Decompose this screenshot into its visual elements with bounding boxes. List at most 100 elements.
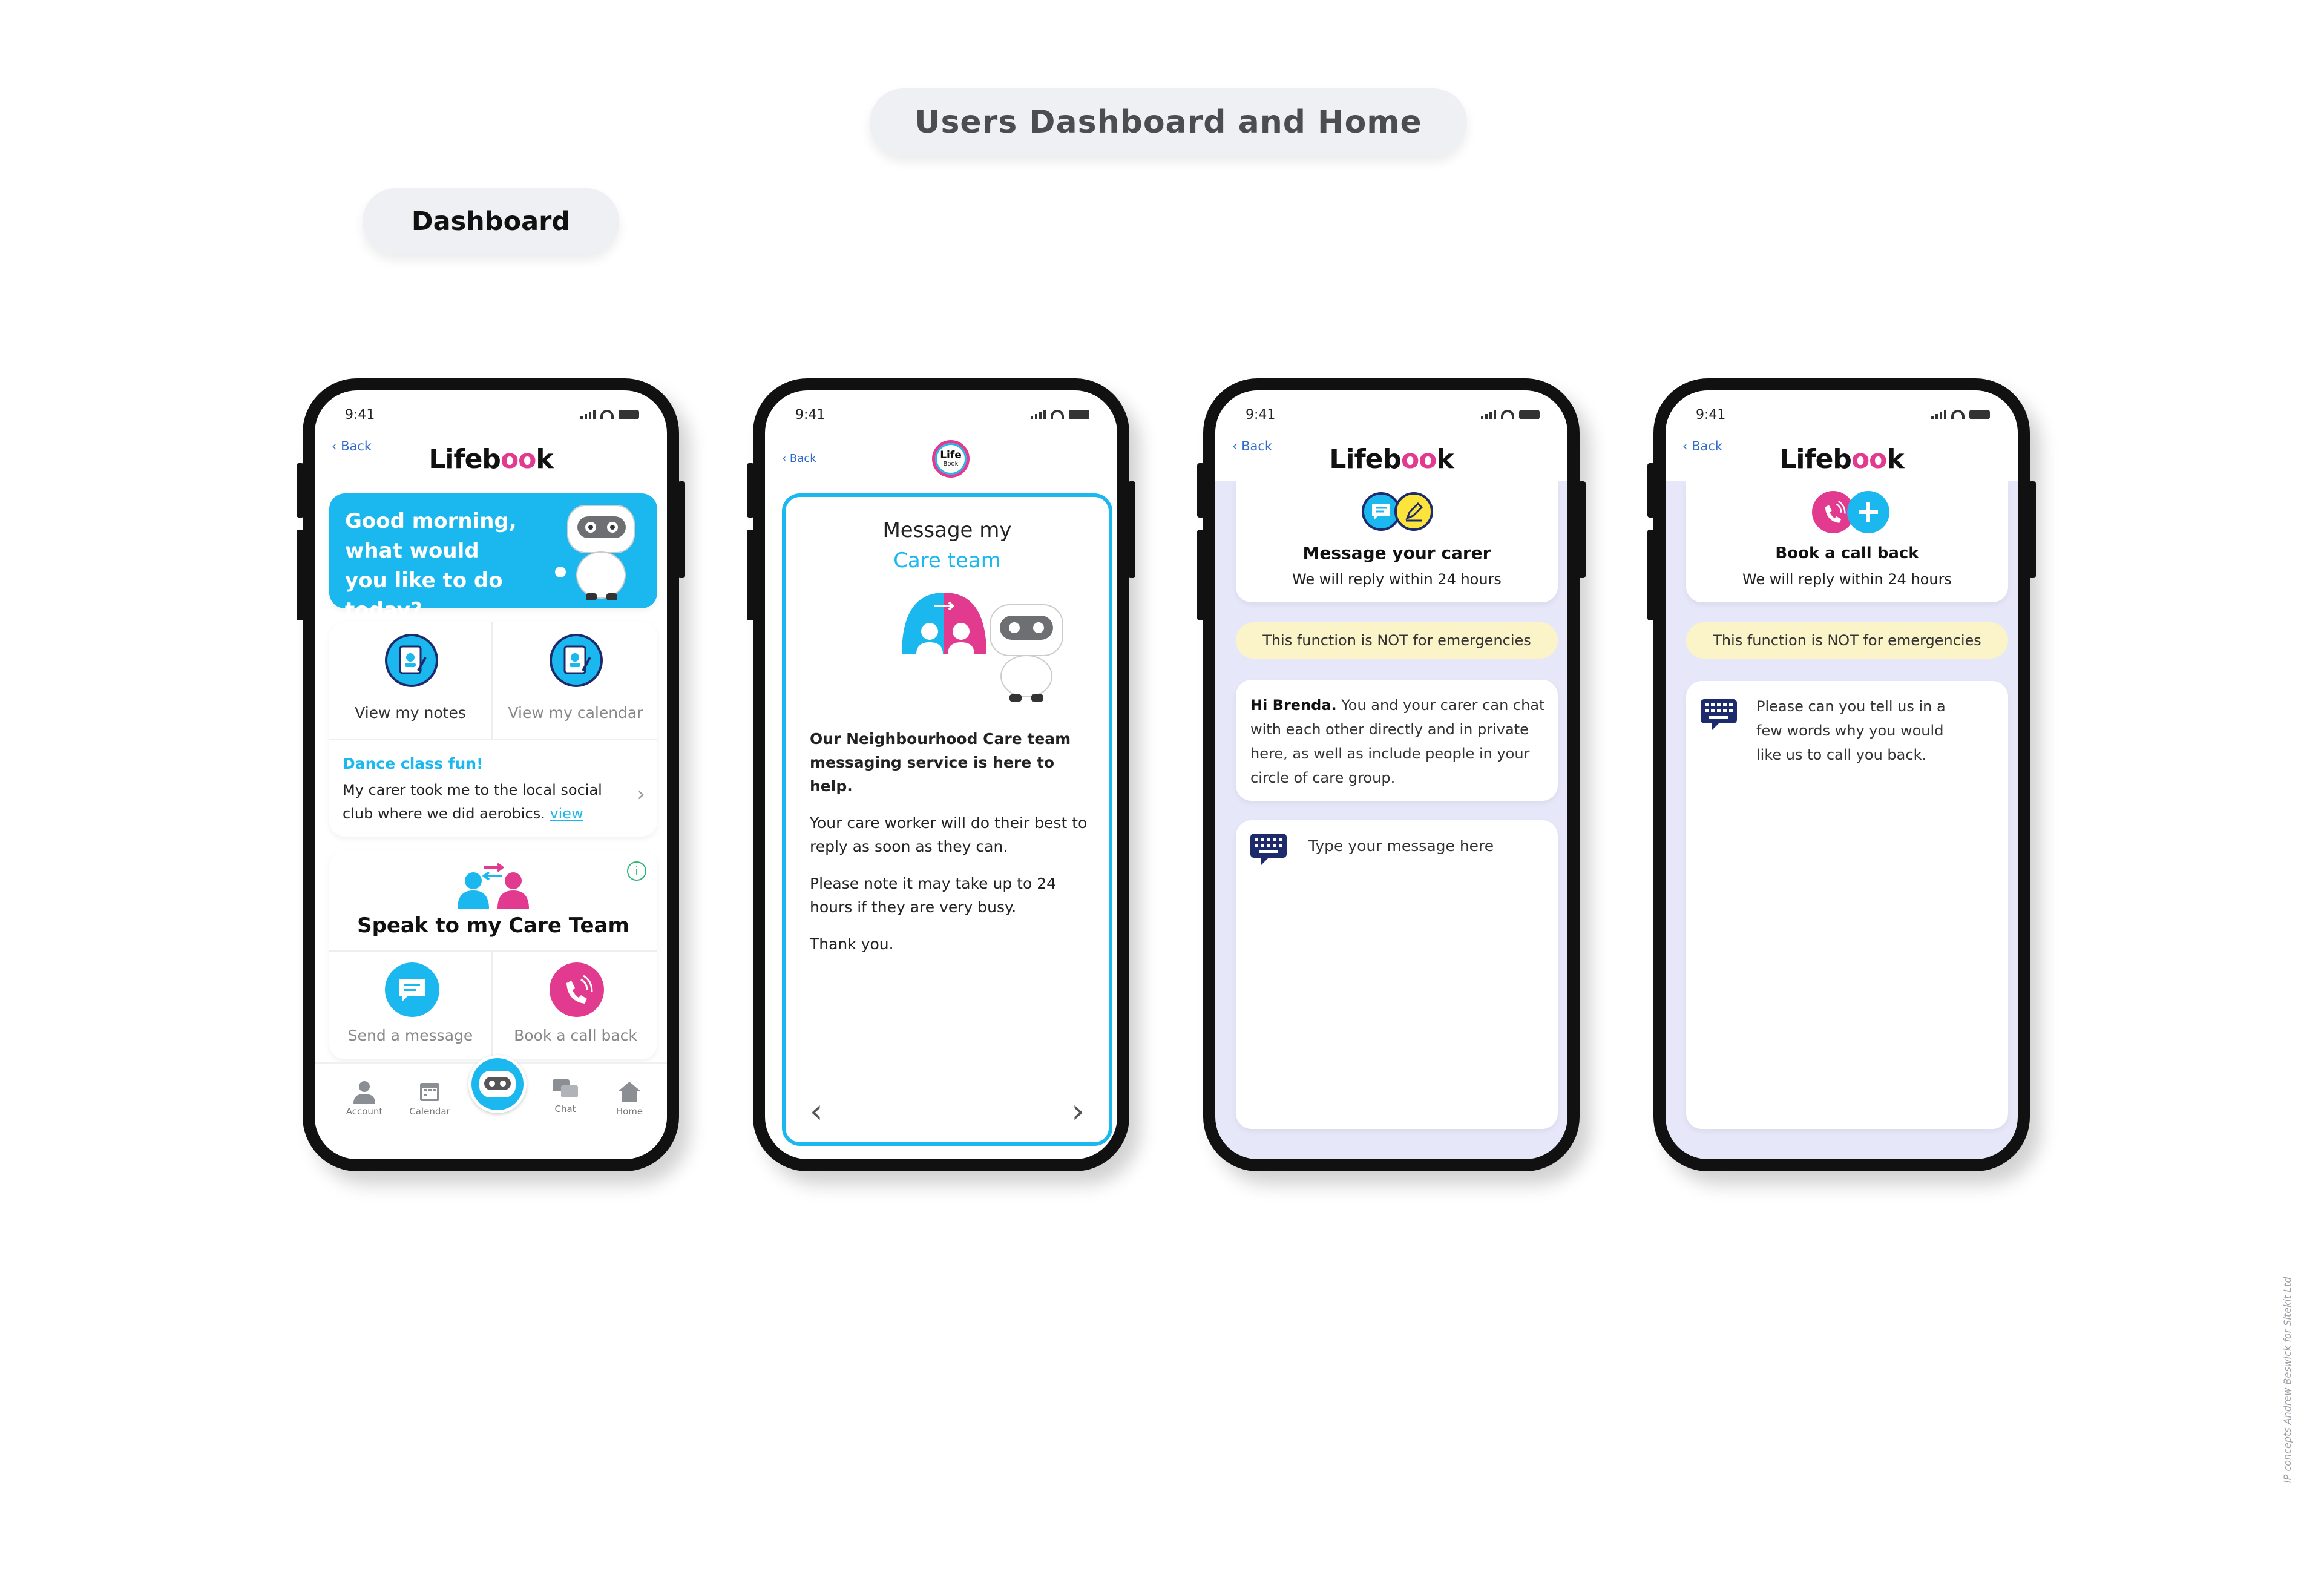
view-notes-label: View my notes <box>355 704 466 722</box>
keyboard-icon <box>1701 699 1737 731</box>
message-reply-time: We will reply within 24 hours <box>1292 571 1502 588</box>
battery-icon <box>1969 410 1990 419</box>
story-title: Dance class fun! <box>343 755 484 772</box>
back-link[interactable]: ‹ Back <box>332 439 372 453</box>
status-time: 9:41 <box>795 407 826 423</box>
phone-dashboard: 9:41 ‹ Back Lifebook Good morning, what … <box>297 378 685 1171</box>
next-chevron-icon[interactable]: › <box>1071 1092 1085 1130</box>
message-title: Message your carer <box>1302 543 1491 563</box>
lifebook-logo: Lifebook <box>1779 444 1904 475</box>
section-label: Dashboard <box>363 188 619 254</box>
message-bubble-icon <box>385 962 439 1017</box>
calendar-icon <box>420 1083 439 1101</box>
status-time: 9:41 <box>1246 407 1276 423</box>
phone-message-carer: 9:41 ‹ Back Lifebook Message your carer … <box>1197 378 1586 1171</box>
signal-icon <box>1031 410 1046 419</box>
message-screen: 9:41 ‹ Back Lifebook Message your carer … <box>1215 390 1567 1159</box>
intro-body: Our Neighbourhood Care team messaging se… <box>810 727 1088 956</box>
lifebook-badge-logo: Life Book <box>932 440 970 478</box>
back-link[interactable]: ‹ Back <box>1232 439 1273 453</box>
intro-title: Message my Care team <box>882 518 1012 573</box>
view-calendar-label: View my calendar <box>508 704 643 722</box>
callback-reply-time: We will reply within 24 hours <box>1742 571 1952 588</box>
quick-links-card: View my notes View my calendar Dance cla… <box>329 622 657 837</box>
emergency-warning: This function is NOT for emergencies <box>1686 622 2008 659</box>
send-message-label: Send a message <box>347 1027 473 1044</box>
board-title: Users Dashboard and Home <box>870 88 1467 156</box>
calendar-notebook-icon <box>550 634 603 687</box>
welcome-card: Hi Brenda. You and your carer can chat w… <box>1236 680 1558 801</box>
callback-screen: 9:41 ‹ Back Lifebook Book a call back We… <box>1666 390 2018 1159</box>
welcome-name: Hi Brenda. <box>1250 697 1337 714</box>
robot-mascot-icon <box>555 505 635 600</box>
info-icon[interactable]: i <box>627 861 646 881</box>
care-team-people-icon <box>458 863 529 909</box>
wifi-icon <box>600 410 614 419</box>
story-view-link[interactable]: view <box>550 805 583 822</box>
tab-chat[interactable]: Chat <box>541 1077 589 1114</box>
person-icon <box>353 1081 375 1104</box>
intro-paragraph-2: Please note it may take up to 24 hours i… <box>810 875 1057 916</box>
phone-call-icon <box>550 962 604 1017</box>
wifi-icon <box>1951 410 1965 419</box>
pencil-icon <box>1394 492 1433 531</box>
status-bar: 9:41 <box>315 390 667 439</box>
tab-assistant[interactable] <box>468 1055 527 1113</box>
credit-note: IP concepts Andrew Beswick for Sitekit L… <box>2282 1277 2293 1483</box>
back-link[interactable]: ‹ Back <box>782 452 816 465</box>
tab-bar: Account Calendar Chat Home <box>315 1055 667 1159</box>
signal-icon <box>1931 410 1946 419</box>
callback-reason-card[interactable]: Please can you tell us in a few words wh… <box>1686 681 2008 1129</box>
signal-icon <box>580 410 596 419</box>
wifi-icon <box>1051 410 1064 419</box>
previous-chevron-icon[interactable]: ‹ <box>810 1092 823 1130</box>
callback-reason-input[interactable]: Please can you tell us in a few words wh… <box>1756 698 1946 763</box>
book-call-button[interactable]: Book a call back <box>494 952 657 1059</box>
status-time: 9:41 <box>1696 407 1726 423</box>
chat-icon <box>553 1079 578 1097</box>
back-link[interactable]: ‹ Back <box>1682 439 1723 453</box>
intro-screen: 9:41 ‹ Back Life Book Message my Care te… <box>765 390 1117 1159</box>
message-header-card: Message your carer We will reply within … <box>1236 481 1558 602</box>
care-team-card: i Speak to my Care Team Send a message <box>329 850 657 1059</box>
view-notes-button[interactable]: View my notes <box>329 622 493 740</box>
greeting-text: Good morning, what would you like to do … <box>345 509 517 622</box>
care-team-title: Speak to my Care Team <box>357 913 629 938</box>
intro-paragraph-1: Your care worker will do their best to r… <box>810 814 1088 855</box>
care-team-robot-illustration <box>902 593 1063 702</box>
signal-icon <box>1481 410 1496 419</box>
phone-book-call: 9:41 ‹ Back Lifebook Book a call back We… <box>1647 378 2036 1171</box>
message-compose-card[interactable]: Type your message here <box>1236 820 1558 1129</box>
tab-calendar[interactable]: Calendar <box>405 1079 454 1117</box>
wifi-icon <box>1501 410 1514 419</box>
battery-icon <box>1069 410 1089 419</box>
tab-account[interactable]: Account <box>340 1079 389 1117</box>
book-call-label: Book a call back <box>514 1027 637 1044</box>
greeting-card: Good morning, what would you like to do … <box>329 493 657 622</box>
battery-icon <box>619 410 639 419</box>
status-time: 9:41 <box>345 407 375 423</box>
phone-message-intro: 9:41 ‹ Back Life Book Message my Care te… <box>747 378 1135 1171</box>
welcome-text: You and your carer can chat with each ot… <box>1250 697 1545 786</box>
intro-paragraph-3: Thank you. <box>810 935 894 953</box>
plus-icon <box>1847 491 1889 533</box>
emergency-warning: This function is NOT for emergencies <box>1236 622 1558 659</box>
battery-icon <box>1519 410 1540 419</box>
dashboard-screen: 9:41 ‹ Back Lifebook Good morning, what … <box>315 390 667 1159</box>
home-icon <box>618 1082 641 1102</box>
lifebook-logo: Lifebook <box>428 444 553 475</box>
story-text: My carer took me to the local social clu… <box>343 781 602 822</box>
send-message-button[interactable]: Send a message <box>329 952 493 1059</box>
robot-face-icon <box>479 1071 516 1097</box>
intro-card: Message my Care team Our Neighbour <box>782 493 1112 1146</box>
callback-title: Book a call back <box>1775 544 1919 562</box>
message-input[interactable]: Type your message here <box>1308 837 1494 855</box>
chevron-right-icon: › <box>637 782 645 806</box>
lifebook-logo: Lifebook <box>1329 444 1454 475</box>
tab-home[interactable]: Home <box>605 1079 654 1117</box>
view-calendar-button[interactable]: View my calendar <box>494 622 657 740</box>
intro-bold-text: Our Neighbourhood Care team messaging se… <box>810 730 1071 795</box>
keyboard-icon <box>1250 834 1287 865</box>
story-item[interactable]: Dance class fun! My carer took me to the… <box>343 755 645 826</box>
